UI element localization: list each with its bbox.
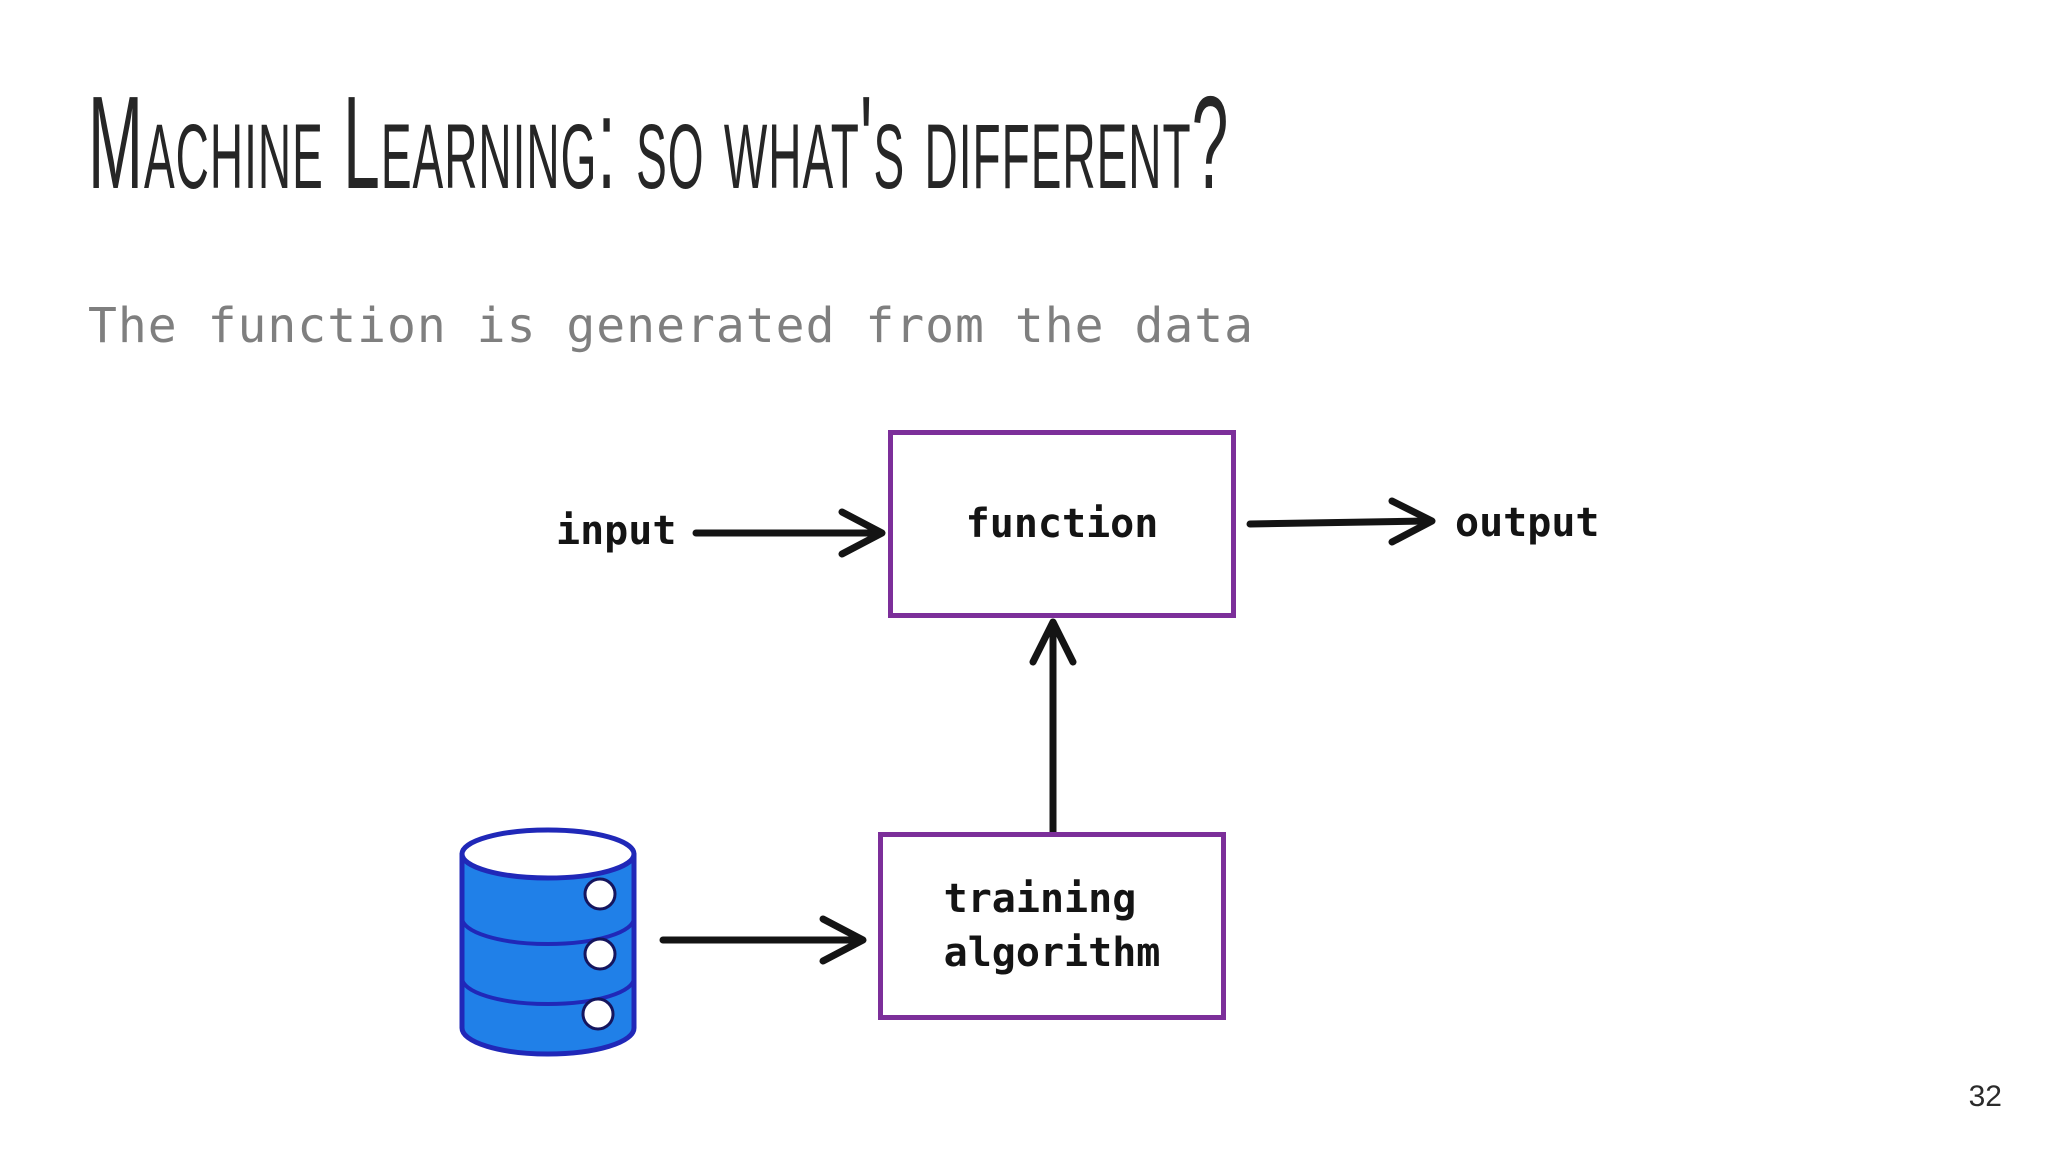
arrow-input-to-function-icon xyxy=(692,508,886,558)
training-label-line1: training xyxy=(943,876,1137,922)
arrow-training-to-function-icon xyxy=(1029,618,1077,838)
output-label: output xyxy=(1455,500,1600,546)
slide-title: Machine Learning: so what's different? xyxy=(88,69,1230,216)
function-box: function xyxy=(888,430,1236,618)
page-number: 32 xyxy=(1968,1080,2002,1113)
arrow-function-to-output-icon xyxy=(1246,497,1436,546)
arrow-database-to-training-icon xyxy=(659,915,867,965)
function-box-label: function xyxy=(965,501,1159,547)
training-label-line2: algorithm xyxy=(943,930,1161,976)
database-icon xyxy=(459,827,637,1057)
training-algorithm-box: training algorithm xyxy=(878,832,1226,1020)
training-algorithm-label: training algorithm xyxy=(944,872,1161,980)
input-label: input xyxy=(556,508,677,554)
slide-subtitle: The function is generated from the data xyxy=(88,298,1255,354)
